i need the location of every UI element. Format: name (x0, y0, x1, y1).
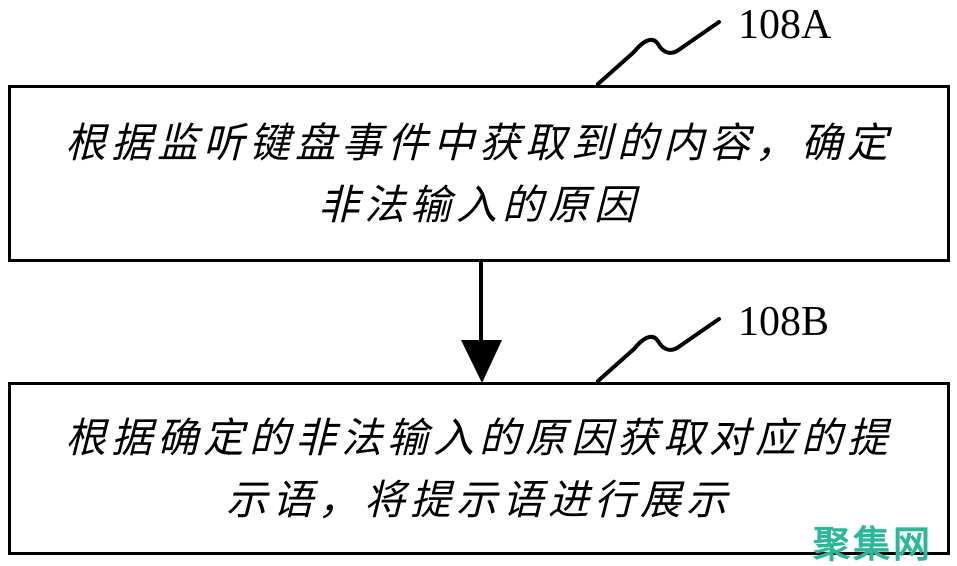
box-2-text-line-2: 示语，将提示语进行展示 (226, 476, 732, 523)
leader-line-108b-icon (596, 317, 721, 383)
ref-label-108a: 108A (738, 2, 832, 48)
arrow-head-icon (461, 340, 502, 383)
ref-label-108b: 108B (738, 299, 830, 345)
watermark: 聚集网 (813, 524, 933, 565)
leader-line-108a-icon (596, 20, 721, 86)
box-1-text-line-2: 非法输入的原因 (318, 181, 640, 228)
flow-box-step-108b: 根据确定的非法输入的原因获取对应的提 示语，将提示语进行展示 (8, 382, 950, 555)
box-2-text-line-1: 根据确定的非法输入的原因获取对应的提 (65, 414, 893, 461)
box-1-text-line-1: 根据监听键盘事件中获取到的内容，确定 (65, 119, 893, 166)
flow-box-step-108a: 根据监听键盘事件中获取到的内容，确定 非法输入的原因 (8, 85, 950, 262)
